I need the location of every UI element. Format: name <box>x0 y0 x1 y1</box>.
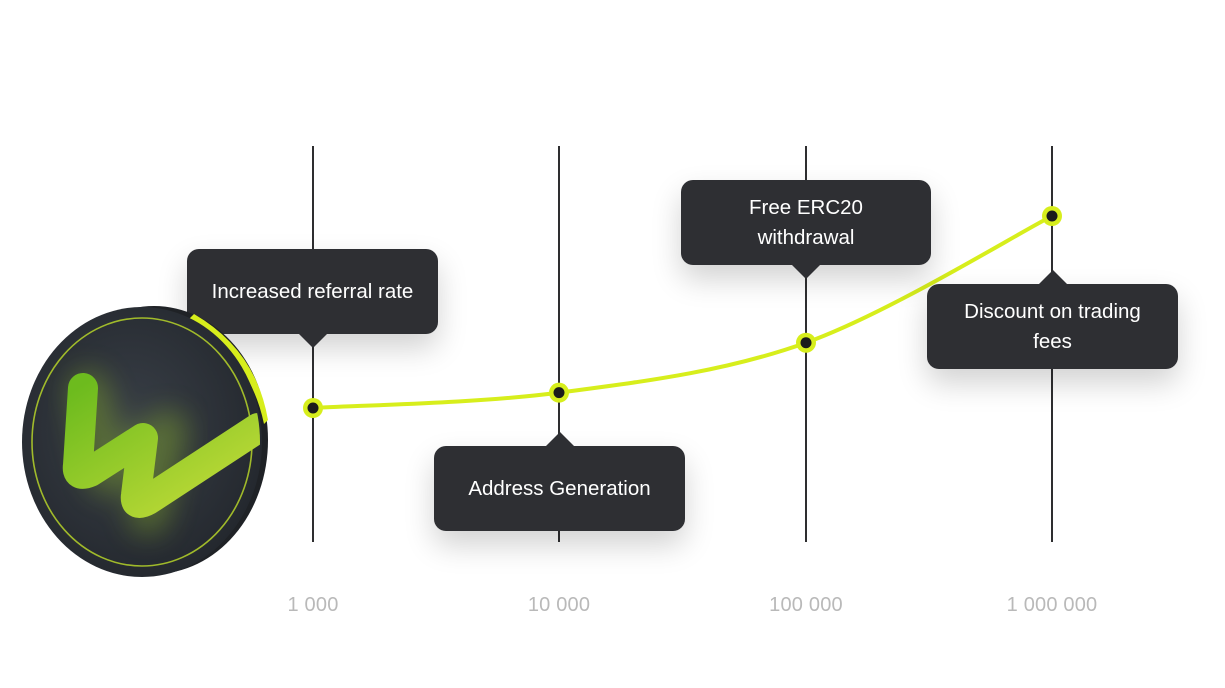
milestone-dots <box>303 206 1062 418</box>
callout-label: Increased referral rate <box>211 279 414 303</box>
tick-label: 1 000 000 <box>1006 594 1098 616</box>
milestone-dot-center-4 <box>1046 210 1058 222</box>
callout-label: Discount on trading fees <box>964 299 1141 353</box>
milestone-dot-center-3 <box>800 337 812 349</box>
lightning-w-coin-icon <box>22 306 268 577</box>
callout-pointer <box>1038 270 1067 284</box>
callout-label: Free ERC20 withdrawal <box>749 195 863 249</box>
milestone-dot-center-1 <box>307 402 319 414</box>
callout-label: Address Generation <box>468 476 651 500</box>
milestone-dot-center-2 <box>553 387 565 399</box>
callout-free-erc20-withdrawal: Free ERC20 withdrawal <box>681 180 931 279</box>
callout-pointer <box>298 334 327 348</box>
callout-address-generation: Address Generation <box>434 432 685 531</box>
tick-label: 1 000 <box>287 594 339 616</box>
callout-increased-referral-rate: Increased referral rate <box>187 249 438 348</box>
milestone-line-2 <box>558 146 560 542</box>
tick-label: 10 000 <box>527 594 591 616</box>
tick-label: 100 000 <box>769 594 843 616</box>
callout-pointer <box>545 432 574 446</box>
progress-curve <box>311 214 1054 410</box>
callout-discount-on-trading-fees: Discount on trading fees <box>927 270 1178 369</box>
callout-pointer <box>792 265 820 279</box>
